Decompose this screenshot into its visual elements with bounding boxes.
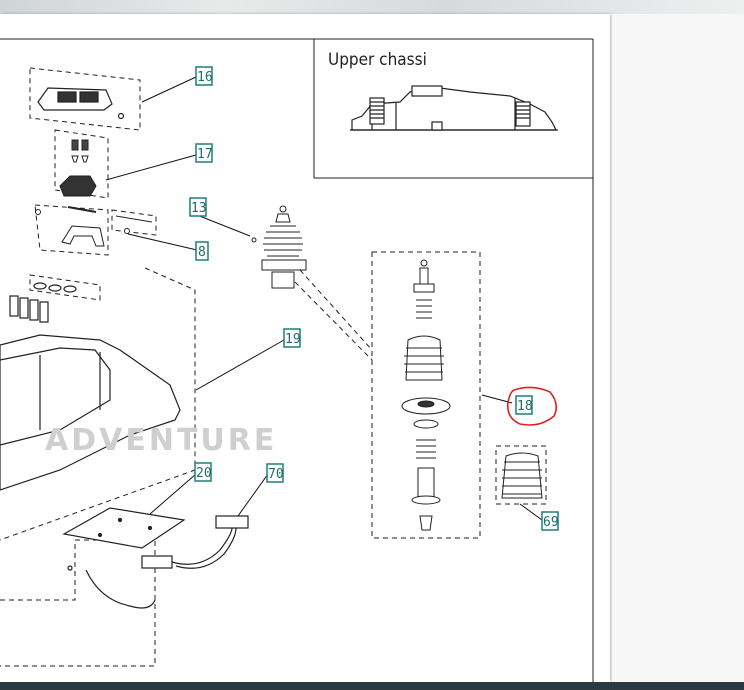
part-69-boot	[501, 452, 543, 499]
callout-17: 17	[195, 143, 213, 163]
part-17-switch-assembly	[35, 139, 153, 247]
callout-19: 19	[283, 328, 301, 348]
svg-text:13: 13	[191, 201, 207, 216]
watermark-text: ADVENTURE	[45, 423, 277, 458]
part-20-circuit-board	[62, 507, 186, 549]
callout-20: 20	[194, 462, 212, 482]
callout-69: 69	[541, 511, 559, 531]
svg-text:18: 18	[517, 399, 533, 414]
drawing-frame	[0, 38, 594, 682]
leader-lines	[105, 76, 543, 521]
callout-18: 18	[515, 395, 533, 415]
part-18-joystick-exploded	[401, 259, 451, 531]
svg-text:20: 20	[196, 466, 212, 481]
part-13-joystick-assembly	[251, 205, 307, 289]
part-19-lower-chassis	[0, 282, 181, 491]
svg-text:69: 69	[543, 515, 559, 530]
svg-text:16: 16	[197, 70, 213, 85]
inset-title: Upper chassi	[328, 50, 427, 70]
svg-text:8: 8	[198, 245, 206, 260]
side-margin	[612, 14, 744, 682]
callout-16: 16	[195, 66, 213, 86]
part-16-cover	[37, 87, 125, 120]
svg-text:19: 19	[285, 332, 301, 347]
callout-8: 8	[195, 241, 209, 261]
upper-chassi-inset: Upper chassi	[328, 50, 558, 131]
svg-text:70: 70	[268, 467, 284, 482]
callout-70: 70	[266, 463, 284, 483]
top-background-strip	[0, 0, 744, 14]
callout-13: 13	[189, 197, 207, 217]
svg-text:17: 17	[197, 147, 213, 162]
bottom-bar	[0, 682, 744, 690]
part-70-cable	[67, 515, 249, 609]
upper-chassi-drawing	[350, 85, 558, 131]
highlight-circle	[506, 386, 558, 426]
